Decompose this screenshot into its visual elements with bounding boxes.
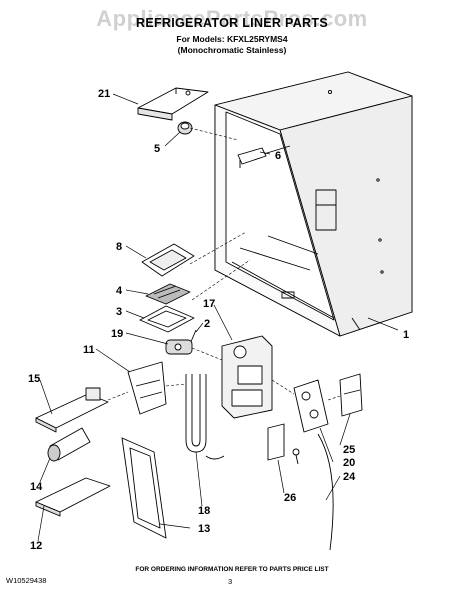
part-4-filter[interactable] <box>145 283 191 305</box>
callout-21: 21 <box>98 88 110 100</box>
callout-24: 24 <box>343 471 356 483</box>
callout-11: 11 <box>83 344 95 356</box>
liner-box[interactable] <box>214 71 413 337</box>
part-14-cartridge[interactable] <box>47 427 91 462</box>
callout-5: 5 <box>154 143 160 155</box>
callout-26: 26 <box>284 492 296 504</box>
callout-19: 19 <box>111 328 123 340</box>
models-line: For Models: KFXL25RYMS4 <box>176 34 288 44</box>
callout-15: 15 <box>28 373 40 385</box>
callout-6: 6 <box>275 150 281 162</box>
callout-25: 25 <box>343 444 355 456</box>
part-5-knob[interactable] <box>177 121 193 135</box>
part-11-dispenser[interactable] <box>127 361 167 415</box>
part-19-valve[interactable] <box>165 339 193 355</box>
callout-13: 13 <box>198 523 210 535</box>
part-6-bracket[interactable] <box>237 147 267 168</box>
page-number: 3 <box>228 577 233 586</box>
part-26-clip[interactable] <box>267 423 300 465</box>
part-3-frame[interactable] <box>139 305 195 333</box>
callout-3: 3 <box>116 306 122 318</box>
part-15-filter-head[interactable] <box>35 387 109 433</box>
callout-2: 2 <box>204 318 210 330</box>
part-12-tray[interactable] <box>35 477 111 517</box>
callout-4: 4 <box>116 285 123 297</box>
document-number: W10529438 <box>6 576 47 585</box>
ordering-note: FOR ORDERING INFORMATION REFER TO PARTS … <box>135 566 329 573</box>
callout-17: 17 <box>203 298 215 310</box>
part-21-air-duct[interactable] <box>137 87 209 121</box>
callout-14: 14 <box>30 481 43 493</box>
callout-12: 12 <box>30 540 42 552</box>
part-17-control[interactable] <box>221 335 273 419</box>
callout-18: 18 <box>198 505 210 517</box>
diagram-title: REFRIGERATOR LINER PARTS <box>136 16 328 30</box>
variant-line: (Monochromatic Stainless) <box>177 45 287 55</box>
part-20-valve[interactable] <box>293 379 329 433</box>
callout-20: 20 <box>343 457 355 469</box>
part-18-heater[interactable] <box>185 374 225 460</box>
callout-8: 8 <box>116 241 122 253</box>
watermark: AppliancePartsPros.com <box>96 6 368 31</box>
callout-1: 1 <box>403 329 409 341</box>
part-25-switch[interactable] <box>339 373 363 417</box>
part-24-tube[interactable] <box>317 433 334 551</box>
part-8-housing[interactable] <box>141 243 195 277</box>
part-13-gasket[interactable] <box>121 437 167 539</box>
